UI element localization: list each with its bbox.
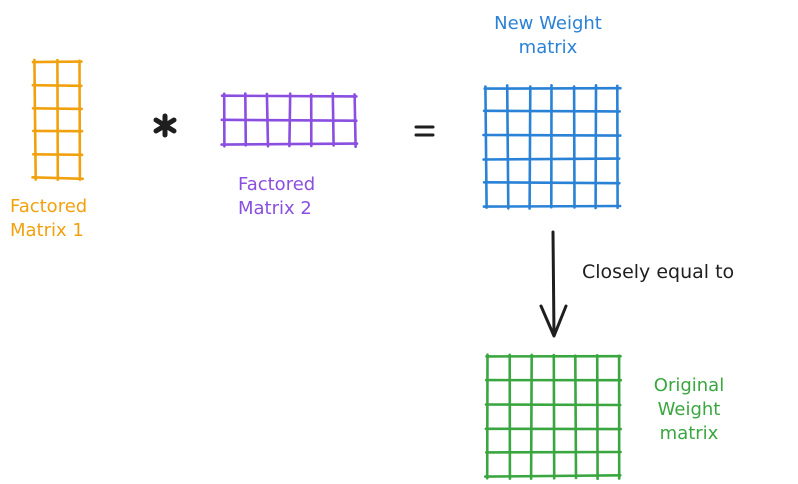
grid-col-line xyxy=(573,354,578,480)
grid-col-line xyxy=(265,92,270,148)
grid-row-line xyxy=(483,473,622,478)
equals-operator xyxy=(414,125,435,137)
original-weight-matrix-label-line1: Original xyxy=(653,375,725,396)
factored-matrix-2-label: Factored Matrix 2 xyxy=(238,173,315,221)
original-weight-matrix-grid xyxy=(483,353,623,481)
grid-col-line xyxy=(528,85,532,210)
multiply-operator xyxy=(153,113,177,138)
closely-equal-label: Closely equal to xyxy=(582,261,735,283)
factored-matrix-1-label-line2: Matrix 1 xyxy=(10,220,84,241)
new-weight-matrix-label-line2: matrix xyxy=(518,37,578,58)
factored-matrix-2-grid xyxy=(220,92,359,148)
grid-col-line xyxy=(505,84,510,210)
new-weight-matrix-label: New Weight matrix xyxy=(478,12,618,60)
original-weight-matrix-label: Original Weight matrix xyxy=(640,374,738,446)
new-weight-matrix-label-line1: New Weight xyxy=(494,13,602,34)
factored-matrix-2-label-line1: Factored xyxy=(238,174,316,195)
grid-col-line xyxy=(484,85,488,209)
original-weight-matrix-label-line3: matrix xyxy=(659,423,719,444)
factored-matrix-1-label-line1: Factored xyxy=(10,196,88,217)
grid-col-line xyxy=(353,93,357,148)
new-weight-matrix-grid xyxy=(482,84,622,210)
grid-col-line xyxy=(244,92,248,147)
factored-matrix-1-grid xyxy=(31,58,84,181)
original-weight-matrix-label-line2: Weight xyxy=(657,399,721,420)
factored-matrix-1-label: Factored Matrix 1 xyxy=(10,195,87,243)
grid-col-line xyxy=(331,92,335,147)
down-arrow-icon xyxy=(539,230,568,338)
grid-col-line xyxy=(529,353,534,480)
grid-col-line xyxy=(288,92,292,148)
grid-col-line xyxy=(33,58,38,181)
factored-matrix-2-label-line2: Matrix 2 xyxy=(238,198,312,219)
